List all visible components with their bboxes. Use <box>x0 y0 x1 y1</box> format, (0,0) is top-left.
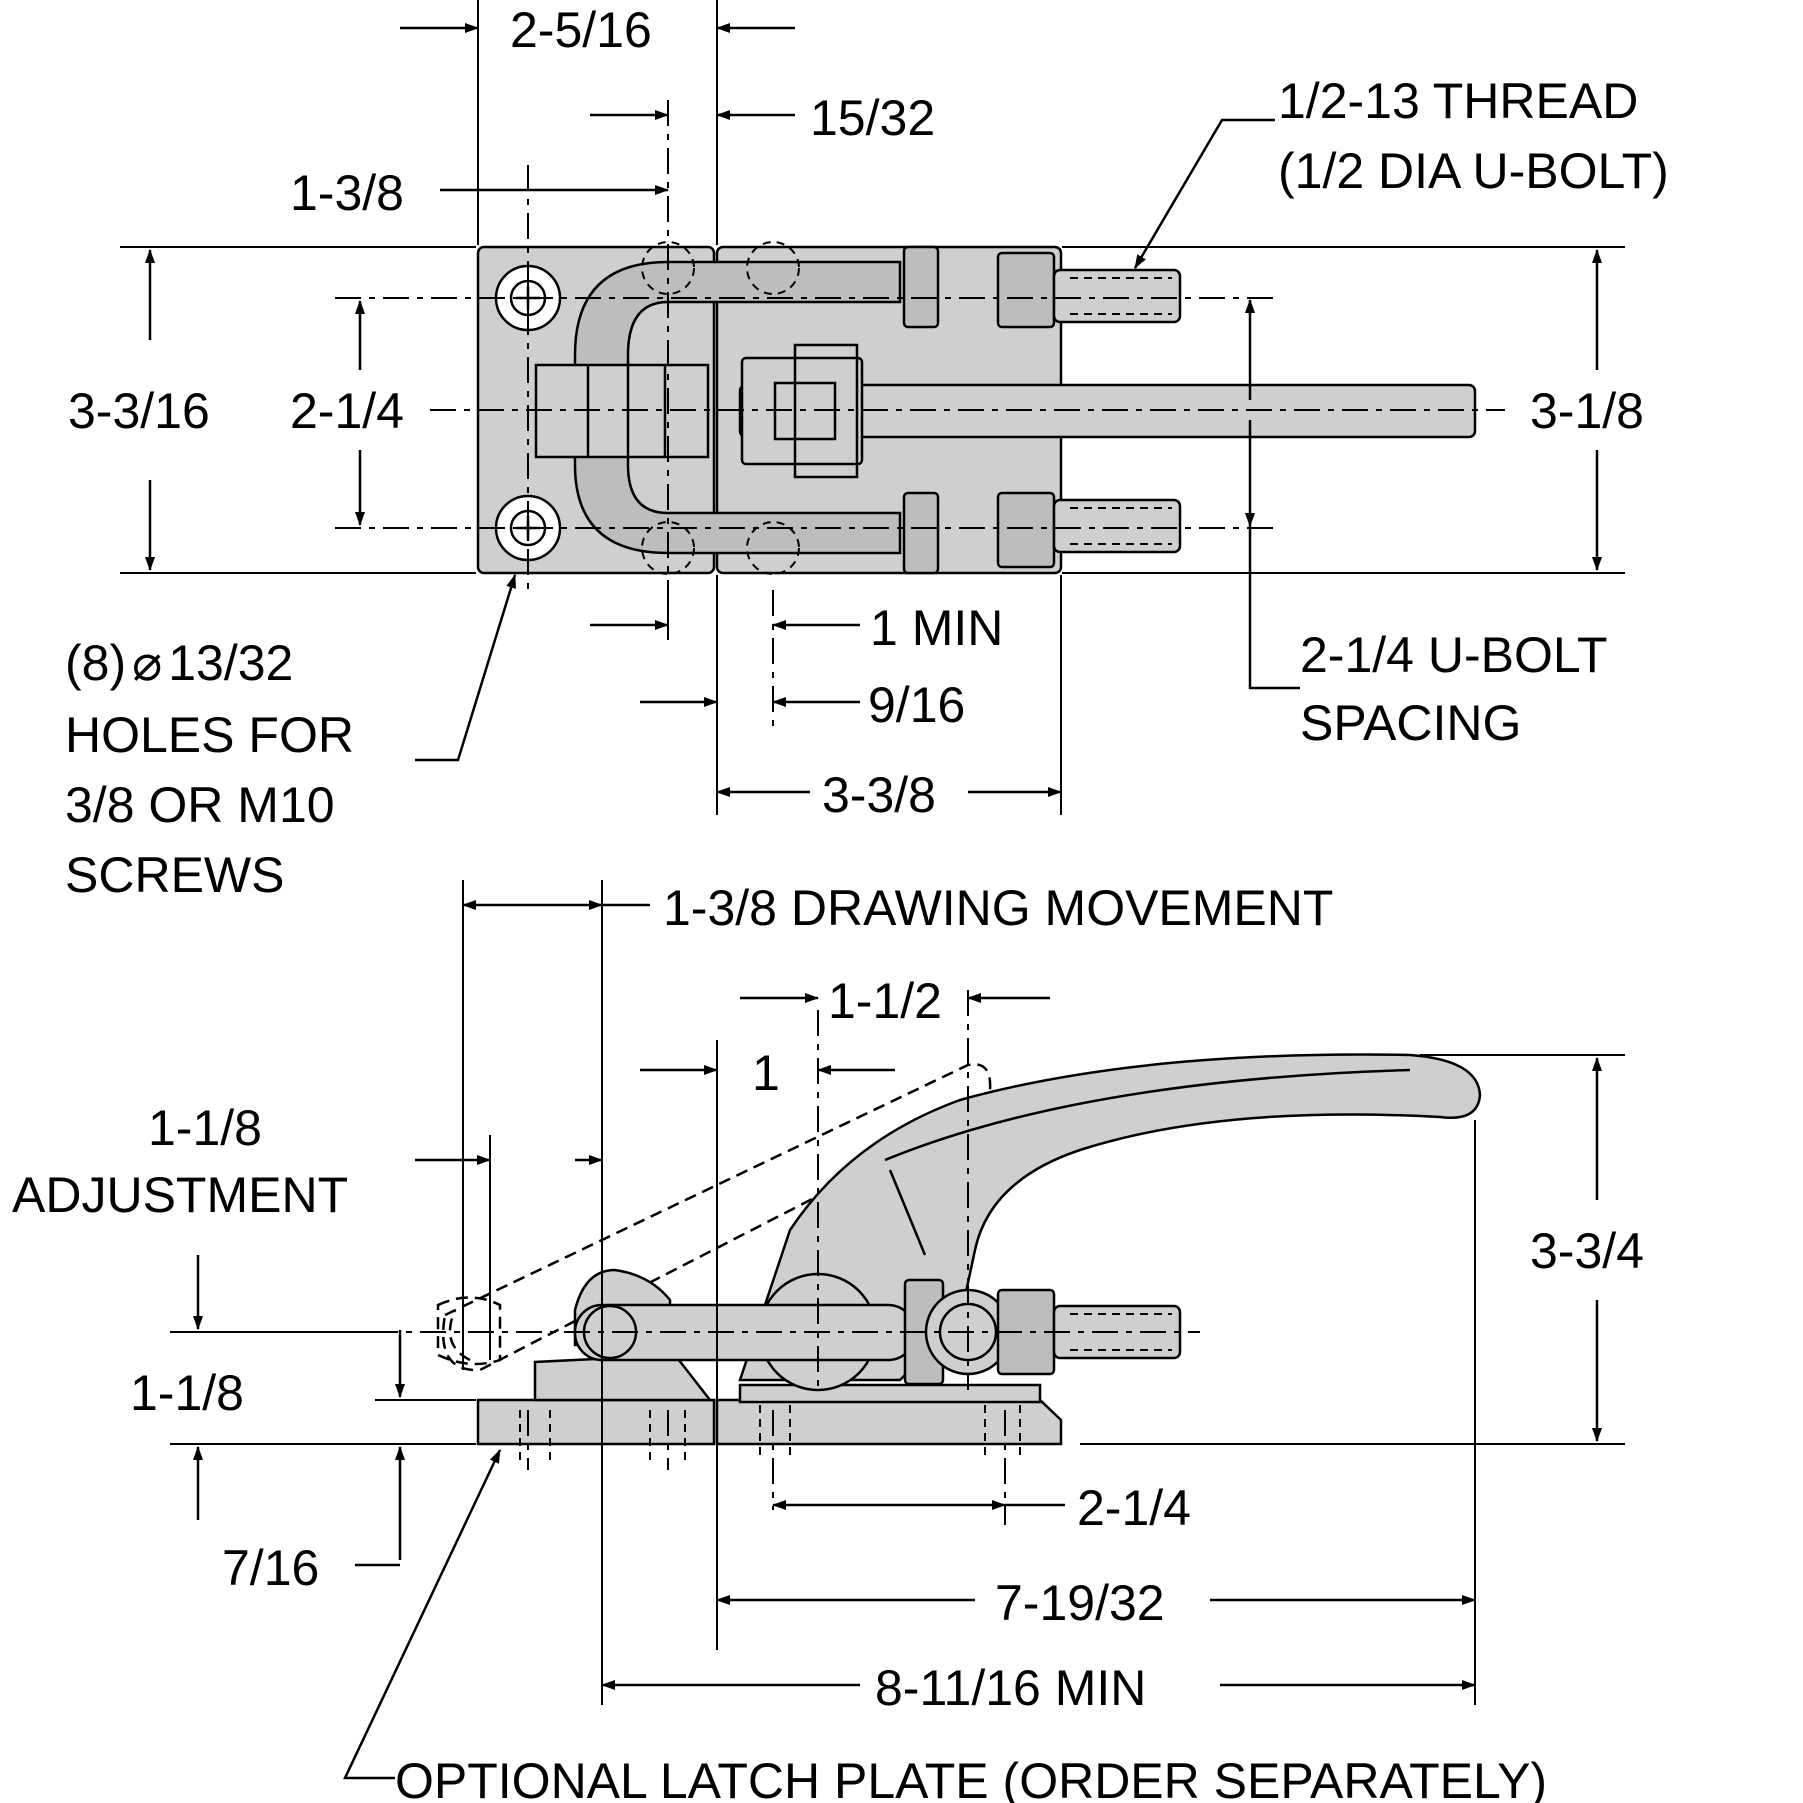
latch-plate-side <box>476 1398 716 1446</box>
dim-3-1-8: 3-1/8 <box>1530 383 1644 439</box>
holes-note-line1: (8)⌀13/32 <box>65 635 293 691</box>
thread-note-line1: 1/2-13 THREAD <box>1278 73 1638 129</box>
dim-1: 1 <box>752 1045 780 1101</box>
clamp-base-side <box>715 1398 1063 1446</box>
dim-2-1-4-side: 2-1/4 <box>1077 1480 1191 1536</box>
dim-1-3-8-top: 1-3/8 <box>290 165 404 221</box>
dim-1-min: 1 MIN <box>870 600 1003 656</box>
ubolt-spacing-line1: 2-1/4 U-BOLT <box>1300 627 1608 683</box>
nut-upper-1 <box>902 245 940 329</box>
adjustment-line2: ADJUSTMENT <box>12 1167 348 1223</box>
thread-upper <box>1052 268 1182 324</box>
nut-lower-2 <box>996 491 1056 569</box>
dim-3-3-16: 3-3/16 <box>68 383 210 439</box>
nut-upper-2 <box>996 251 1056 329</box>
holes-note-line3: 3/8 OR M10 <box>65 777 335 833</box>
dim-3-3-8: 3-3/8 <box>822 767 936 823</box>
dim-2-1-4-top: 2-1/4 <box>290 383 404 439</box>
hook-side <box>533 1353 713 1402</box>
thread-lower <box>1052 498 1182 554</box>
dim-1-1-8-vertical: 1-1/8 <box>130 1365 244 1421</box>
dim-8-11-16-min: 8-11/16 MIN <box>875 1660 1146 1716</box>
holes-note-line4: SCREWS <box>65 847 284 903</box>
handle-open-phantom <box>441 1063 992 1372</box>
ubolt-spacing-line2: SPACING <box>1300 695 1521 751</box>
thread-note-line2: (1/2 DIA U-BOLT) <box>1278 143 1669 199</box>
dim-7-16: 7/16 <box>222 1540 319 1596</box>
latch-plate-note: OPTIONAL LATCH PLATE (ORDER SEPARATELY) <box>395 1753 1547 1803</box>
side-view: 1-3/8 DRAWING MOVEMENT 1-1/2 1 1-1/8 ADJ… <box>12 880 1644 1803</box>
adjustment-line1: 1-1/8 <box>148 1100 262 1156</box>
dim-2-5-16: 2-5/16 <box>510 2 652 58</box>
dim-15-32: 15/32 <box>810 90 935 146</box>
top-view: 2-5/16 15/32 1-3/8 3-3/16 2-1/4 3-1/8 2-… <box>65 0 1669 903</box>
dim-7-19-32: 7-19/32 <box>995 1575 1165 1631</box>
nut-lower-1 <box>902 491 940 575</box>
dim-9-16: 9/16 <box>868 677 965 733</box>
drawing-movement: 1-3/8 DRAWING MOVEMENT <box>663 880 1333 936</box>
dim-1-1-2: 1-1/2 <box>828 973 942 1029</box>
dim-3-3-4: 3-3/4 <box>1530 1223 1644 1279</box>
holes-note-line2: HOLES FOR <box>65 707 354 763</box>
